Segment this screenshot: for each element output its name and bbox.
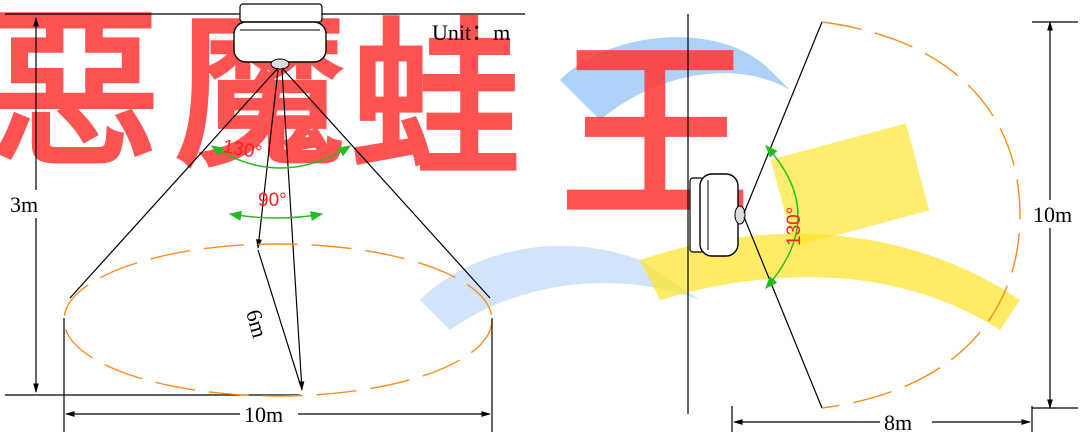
watermark-char-3: 蛙: [350, 3, 520, 201]
wall-detection-zone: [821, 21, 1021, 409]
wall-angle-arc: [765, 145, 799, 289]
wall-angle-label: 130°: [784, 207, 805, 246]
wall-cone-top: [743, 21, 823, 214]
watermark-yellow-band: [640, 233, 1020, 330]
cone-line-left: [69, 67, 279, 299]
angle-label-90: 90°: [258, 190, 287, 211]
wall-distance-label: 8m: [884, 410, 912, 435]
watermark-char-1: 惡: [0, 0, 160, 191]
ceiling-sensor-icon: [233, 3, 327, 70]
angle-arc-130: [210, 145, 352, 169]
unit-label: Unit：m: [432, 20, 510, 45]
detection-zone-ellipse: [63, 243, 493, 397]
cone-line-right: [281, 67, 491, 299]
watermark: 惡 魔 蛙 王: [0, 0, 1020, 330]
watermark-yellow-block: [770, 123, 930, 247]
wall-height-label: 10m: [1033, 202, 1072, 227]
radius-label: 6m: [241, 307, 272, 341]
height-label-bg: [8, 190, 52, 218]
wall-view: 130° 10m 8m: [687, 14, 1081, 436]
diameter-label: 10m: [244, 402, 283, 427]
wall-distance-label-bg: [880, 408, 932, 436]
radius-line: [257, 249, 303, 391]
watermark-blue-arc: [420, 245, 700, 330]
height-label: 3m: [10, 192, 38, 217]
inner-line-right: [281, 69, 305, 391]
wall-height-label-bg: [1032, 200, 1081, 228]
watermark-blue-swoosh: [560, 37, 790, 121]
wall-cone-bottom: [743, 216, 823, 409]
diameter-label-bg: [240, 400, 298, 428]
angle-arc-90: [228, 210, 324, 221]
wall-sensor-icon: [689, 173, 746, 257]
side-view: Unit：m 3m 130° 90° 6m 10m: [5, 3, 525, 432]
